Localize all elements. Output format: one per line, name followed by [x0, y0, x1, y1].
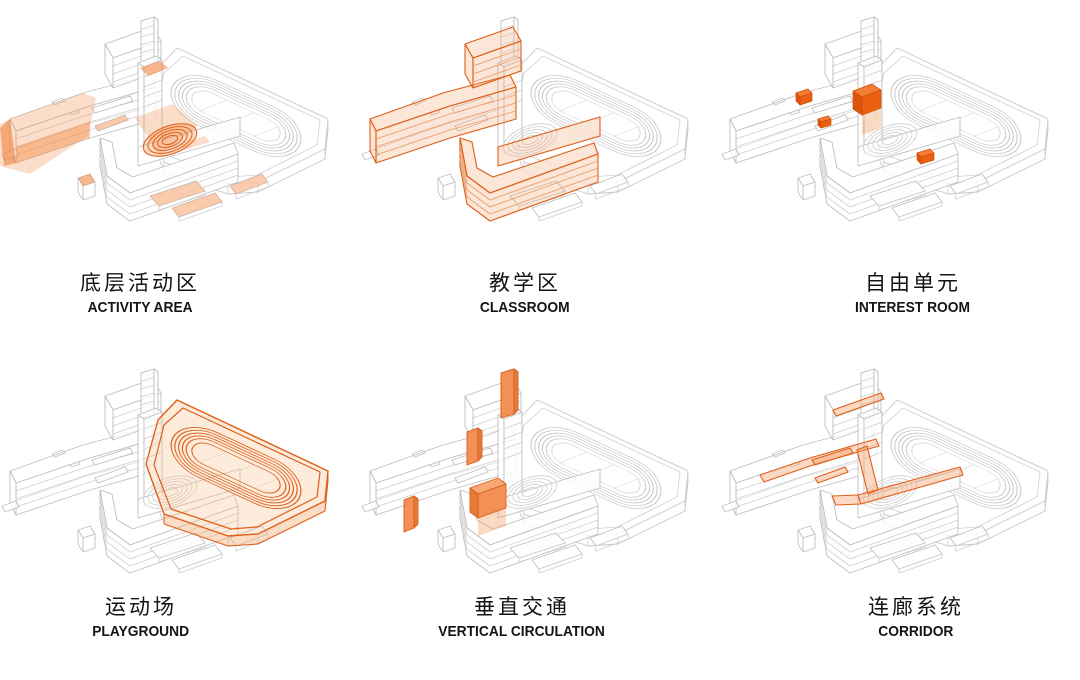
highlight-corridor — [759, 392, 964, 506]
label-interest-room: 自由单元 INTEREST ROOM — [850, 272, 975, 318]
label-classroom: 教学区 CLASSROOM — [476, 272, 574, 318]
diagram-interest-room — [721, 16, 1049, 222]
panel-vertical-circulation: 垂直交通 VERTICAL CIRCULATION — [360, 330, 720, 680]
diagram-vertical-circulation — [361, 368, 689, 574]
diagram-corridor — [721, 368, 1049, 574]
highlight-classroom — [369, 26, 601, 222]
diagram-activity-area — [0, 16, 329, 222]
label-zh: 教学区 — [489, 272, 561, 295]
label-corridor: 连廊系统 CORRIDOR — [868, 596, 964, 642]
label-zh: 运动场 — [104, 596, 177, 619]
label-en: VERTICAL CIRCULATION — [438, 623, 606, 641]
highlight-vertical-circulation — [403, 368, 519, 536]
label-zh: 自由单元 — [864, 272, 961, 295]
label-en: CLASSROOM — [480, 299, 570, 317]
highlight-activity-area — [0, 61, 268, 217]
label-activity-area: 底层活动区 ACTIVITY AREA — [80, 272, 200, 318]
label-en: PLAYGROUND — [92, 623, 190, 641]
label-playground: 运动场 PLAYGROUND — [88, 596, 193, 642]
label-zh: 垂直交通 — [473, 596, 570, 619]
highlight-interest-room — [795, 83, 935, 165]
highlight-playground — [145, 399, 329, 547]
panel-corridor: 连廊系统 CORRIDOR — [720, 330, 1080, 680]
label-zh: 连廊系统 — [868, 596, 964, 619]
panel-interest-room: 自由单元 INTEREST ROOM — [720, 0, 1080, 330]
panel-classroom: 教学区 CLASSROOM — [360, 0, 720, 330]
label-en: CORRIDOR — [878, 623, 954, 641]
label-en: ACTIVITY AREA — [87, 299, 193, 317]
panel-activity-area: 底层活动区 ACTIVITY AREA — [0, 0, 360, 330]
label-en: INTEREST ROOM — [855, 299, 971, 317]
diagram-playground — [1, 368, 329, 574]
diagram-classroom — [361, 16, 689, 222]
label-vertical-circulation: 垂直交通 VERTICAL CIRCULATION — [431, 596, 612, 642]
panel-playground: 运动场 PLAYGROUND — [0, 330, 360, 680]
label-zh: 底层活动区 — [80, 272, 200, 295]
